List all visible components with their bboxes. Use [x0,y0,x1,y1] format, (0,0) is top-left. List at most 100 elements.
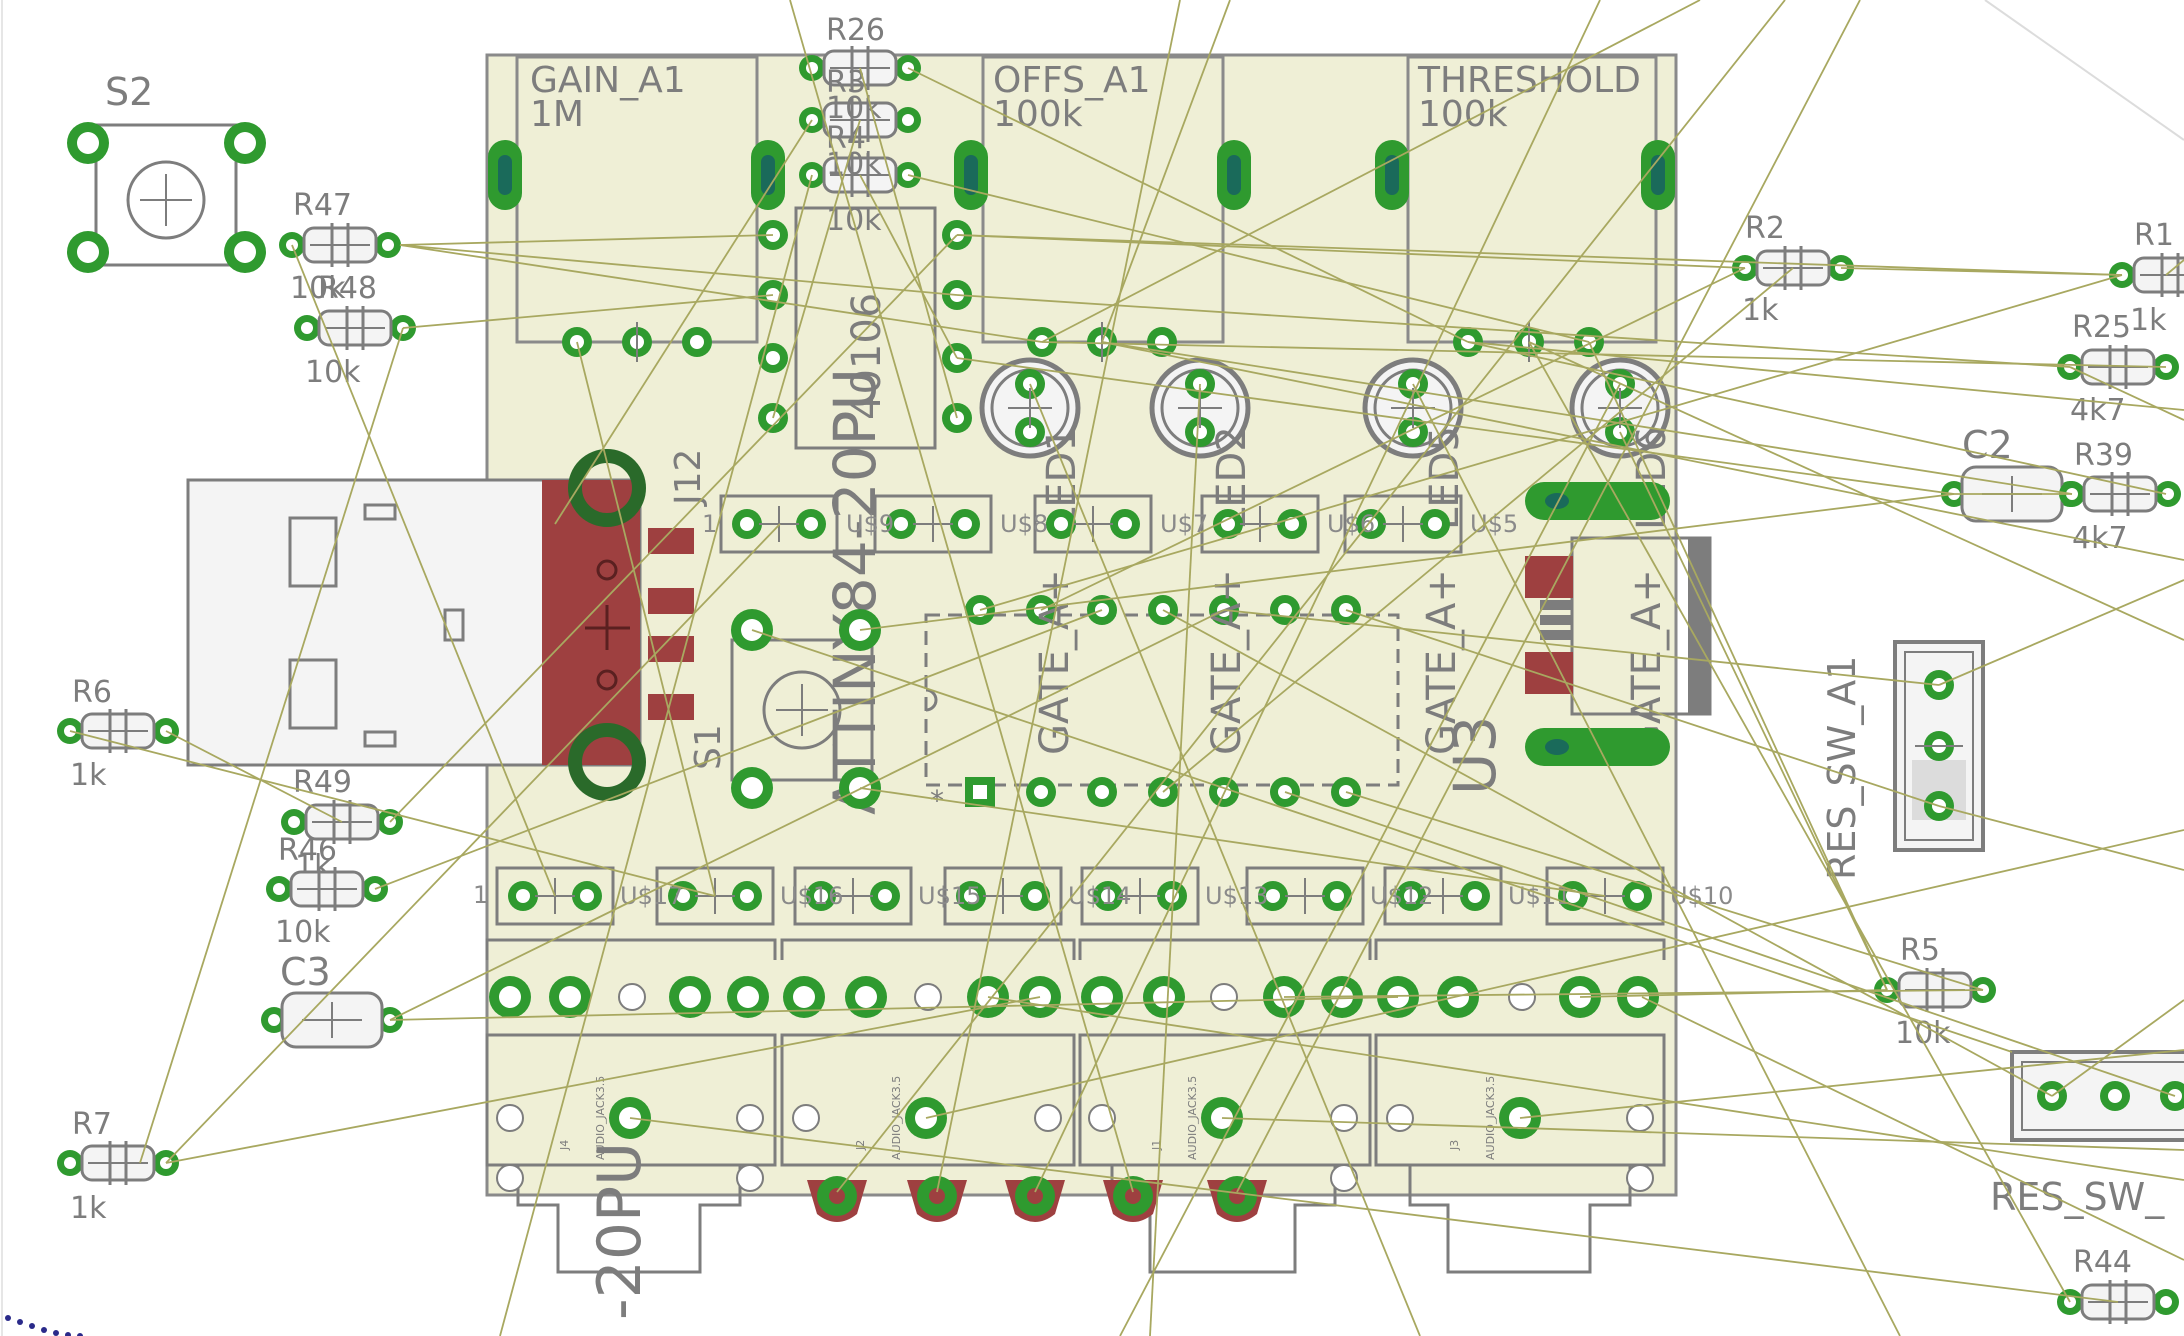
airwire [956,357,1955,495]
airwire [859,174,958,359]
jack-j2-ref: J2 [854,1140,867,1151]
jumper-u9: U$9 [846,510,894,538]
r26-name: R26 [826,13,885,48]
r39-name: R39 [2074,438,2133,473]
r2-name: R2 [1745,211,1785,246]
r48-value: 10k [305,355,361,390]
airwire [925,829,2184,1119]
airwire [1938,805,2184,871]
pot-gain-value: 1M [530,94,584,135]
pcb-board [485,53,1678,1197]
ic-attiny84[interactable]: * ATTINY84-20PU [821,368,1400,817]
jumper-u8: U$8 [1000,510,1048,538]
airwire [399,244,958,296]
r5-value: 10k [1895,1016,1951,1051]
airwire [751,629,2013,1053]
resistor-r25[interactable]: R25 4k7 [2055,310,2181,428]
r4-value: 10k [826,147,882,182]
jack-j3-ref: J3 [1448,1140,1461,1151]
s2-label: S2 [105,70,153,114]
airwire [1283,989,1984,998]
pot-threshold-name: THRESHOLD [1417,60,1641,101]
r2-value: 1k [1742,293,1779,328]
capacitor-c3[interactable]: C3 [259,950,405,1049]
pin-mark-2: 1 [473,881,488,909]
airwire [389,996,1399,1021]
r1-name: R1 [2134,218,2174,253]
airwire [1528,341,2071,1303]
r48-name: R48 [318,271,377,306]
r7-value: 1k [70,1191,107,1226]
resistor-r47[interactable]: R47 10k [277,188,403,306]
r44-name: R44 [2073,1245,2132,1280]
resistor-r5[interactable]: R5 10k [1872,933,1998,1051]
resistor-r3[interactable]: R3 10k [797,65,923,144]
switch-res-sw-a1[interactable]: RES_SW_A1 [1820,640,1985,880]
airwire [576,341,716,897]
airwire [836,0,1786,1193]
airwire [1223,609,1940,686]
airwire [2051,999,2184,1097]
airwire [389,234,958,823]
j12-label: J12 [668,449,709,507]
airwire [907,174,1590,343]
pot-gain-a1[interactable]: GAIN_A1 1M [488,55,785,362]
airwire [859,787,1606,897]
airwire [956,234,1746,269]
r25-name: R25 [2072,310,2131,345]
airwire [859,493,1955,631]
resistor-r6[interactable]: R6 1k [55,675,181,793]
airwire [1345,791,1984,991]
switch-res-sw-2[interactable]: RES_SW_ [1990,1050,2184,1219]
resistor-r26[interactable]: R26 [797,13,923,92]
airwire [1034,0,1601,1193]
airwire [1528,341,2184,641]
r47-value: 10k [290,271,346,306]
r25-value: 4k7 [2070,393,2126,428]
stray-fragment: -20PU [585,1142,655,1320]
airwire [1236,0,1861,1193]
audio-jack-j3[interactable]: AUDIO_JACK3.5 J3 [1374,938,1666,1274]
airwire [1619,431,1888,991]
pot-threshold-value: 100k [1418,94,1508,135]
gate-label-2: GATE_A+ [1204,569,1250,755]
resistor-r46[interactable]: R46 10k [264,833,390,950]
r46-name: R46 [278,833,337,868]
r1-value: 1k [2130,303,2167,338]
resistor-r7[interactable]: R7 1k [55,1107,181,1226]
pot-gain-name: GAIN_A1 [530,60,686,101]
c2-name: C2 [1962,423,2013,467]
resistor-r44[interactable]: R44 [2055,1245,2181,1326]
airwire [1101,341,2184,561]
res-sw-2-label: RES_SW_ [1990,1175,2165,1219]
r6-name: R6 [72,675,112,710]
resistor-r1[interactable]: R1 1k [2107,218,2184,338]
pot-offs-a1[interactable]: OFFS_A1 100k [954,55,1251,362]
resistor-r2[interactable]: R2 1k [1730,211,1856,328]
airwire [1284,791,2176,1097]
jumper-u7: U$7 [1160,510,1208,538]
gate-label-1: GATE_A+ [1032,569,1078,755]
header-j12[interactable]: J12 [186,449,709,801]
jumper-u15: U$15 [918,882,981,910]
resistor-r48[interactable]: R48 10k [292,271,418,390]
airwire [374,609,1103,890]
switch-s2[interactable]: S2 [67,70,266,273]
jumper-u5: U$5 [1470,510,1518,538]
airwire [1119,383,1621,1336]
airwire [1221,1117,2184,1151]
audio-jack-j4[interactable]: AUDIO_JACK3.5 J4 [485,938,777,1274]
airwire [1467,341,2184,411]
ratsnest-airwires [69,0,2184,1336]
airwire [1641,996,2184,1261]
airwire [402,294,774,329]
airwire [1840,267,2123,276]
airwire [1162,267,1794,793]
jack-j4-ref: J4 [558,1140,571,1151]
airwire [979,274,2123,611]
r5-name: R5 [1900,933,1940,968]
resistor-r4[interactable]: R4 10k 10k [797,121,923,238]
r47-name: R47 [293,188,352,223]
r46-value: 10k [275,915,331,950]
